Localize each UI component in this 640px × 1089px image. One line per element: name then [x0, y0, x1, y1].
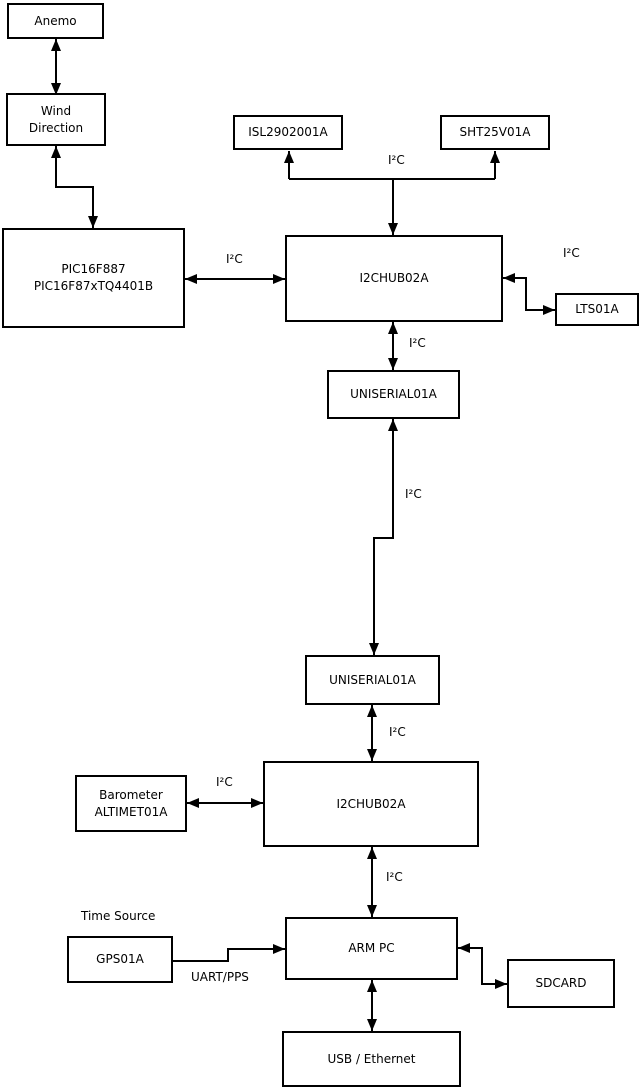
label-time-source: Time Source: [81, 909, 156, 923]
node-sht25v01a: SHT25V01A: [440, 115, 550, 150]
label-i2c-sensor-bus: I²C: [388, 153, 405, 167]
edge-uniserial1-uniserial2: [369, 419, 398, 655]
edge-hub1-lts: [503, 273, 555, 315]
node-pic16f887: PIC16F887 PIC16F87xTQ4401B: [2, 228, 185, 328]
edge-armpc-sdcard: [458, 943, 507, 989]
node-lts01a: LTS01A: [555, 293, 639, 326]
node-uniserial01a-lower: UNISERIAL01A: [305, 655, 440, 705]
label-i2c-hub2-armpc: I²C: [386, 870, 403, 884]
edge-wind-pic: [51, 146, 98, 228]
node-sdcard: SDCARD: [507, 959, 615, 1008]
label-i2c-pic-hub1: I²C: [226, 252, 243, 266]
node-gps01a: GPS01A: [67, 936, 173, 983]
node-uniserial01a-upper: UNISERIAL01A: [327, 370, 460, 419]
node-barometer-altimet01a: Barometer ALTIMET01A: [75, 775, 187, 832]
label-i2c-hub1-lts: I²C: [563, 246, 580, 260]
node-usb-ethernet: USB / Ethernet: [282, 1031, 461, 1087]
node-i2chub02a-lower: I2CHUB02A: [263, 761, 479, 847]
node-i2chub02a-upper: I2CHUB02A: [285, 235, 503, 322]
label-i2c-barometer-hub2: I²C: [216, 775, 233, 789]
node-isl2902001a: ISL2902001A: [233, 115, 343, 150]
node-wind-direction: Wind Direction: [6, 93, 106, 146]
node-arm-pc: ARM PC: [285, 917, 458, 980]
label-i2c-hub1-uniserial1: I²C: [409, 336, 426, 350]
node-anemo: Anemo: [7, 3, 104, 39]
label-i2c-uniserial-link: I²C: [405, 487, 422, 501]
label-uart-pps: UART/PPS: [191, 970, 249, 984]
label-i2c-uniserial2-hub2: I²C: [389, 725, 406, 739]
edge-gps-armpc: [173, 944, 285, 962]
